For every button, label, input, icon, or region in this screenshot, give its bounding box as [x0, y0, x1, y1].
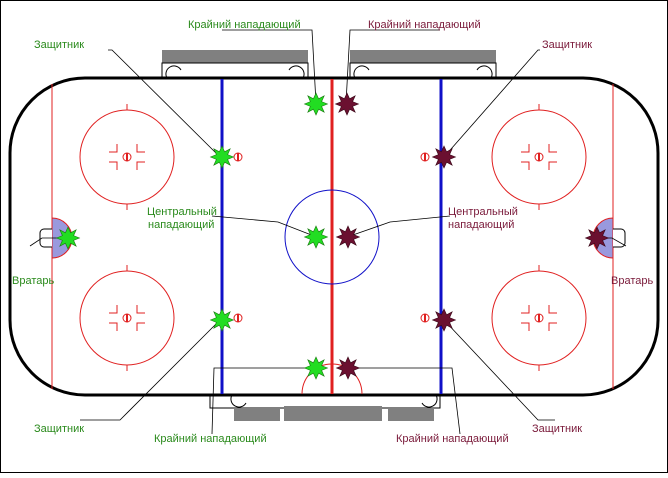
label-bottom-left-winger: Крайний нападающий [154, 433, 267, 445]
label-left-bottom-defender: Защитник [34, 423, 84, 435]
faceoff-dot-neutral-bottom-right [420, 313, 430, 323]
label-right-bottom-defender: Защитник [532, 423, 582, 435]
player-right-defender-bottom [432, 308, 456, 332]
center-circle [284, 189, 380, 285]
faceoff-dot-neutral-top-right [420, 152, 430, 162]
player-left-defender-top [210, 145, 234, 169]
label-right-center-line1: Центральный [448, 206, 518, 218]
player-right-center [336, 225, 360, 249]
leader-lines [29, 29, 627, 435]
label-right-center-line2: нападающий [448, 219, 514, 231]
label-left-center-line2: нападающий [148, 219, 214, 231]
label-right-top-defender: Защитник [542, 39, 592, 51]
bench-bottom [209, 394, 441, 421]
player-right-winger-bottom [336, 356, 360, 380]
faceoff-circle-bottom-right [491, 265, 587, 371]
faceoff-circle-top-left [79, 104, 175, 210]
player-right-winger-top [335, 92, 359, 116]
label-left-center-line1: Центральный [147, 206, 217, 218]
player-left-winger-bottom [304, 356, 328, 380]
label-top-right-winger: Крайний нападающий [368, 19, 481, 31]
goal-right [613, 228, 626, 248]
label-bottom-right-winger: Крайний нападающий [396, 433, 509, 445]
player-right-goalie [585, 226, 609, 250]
bench-top-left [161, 50, 309, 79]
player-left-defender-bottom [210, 308, 234, 332]
label-top-left-winger: Крайний нападающий [188, 19, 301, 31]
player-right-defender-top [432, 145, 456, 169]
player-left-center [304, 225, 328, 249]
rink-boards [8, 76, 660, 397]
referee-crease [301, 363, 363, 395]
label-right-goalie: Вратарь [611, 275, 653, 287]
player-left-winger-top [304, 92, 328, 116]
faceoff-dot-neutral-bottom-left [233, 313, 243, 323]
bench-top-right [349, 50, 497, 79]
faceoff-circle-top-right [491, 104, 587, 210]
player-left-goalie [56, 226, 80, 250]
faceoff-dot-neutral-top-left [233, 152, 243, 162]
label-left-goalie: Вратарь [12, 275, 54, 287]
label-left-top-defender: Защитник [34, 39, 84, 51]
faceoff-circle-bottom-left [79, 265, 175, 371]
